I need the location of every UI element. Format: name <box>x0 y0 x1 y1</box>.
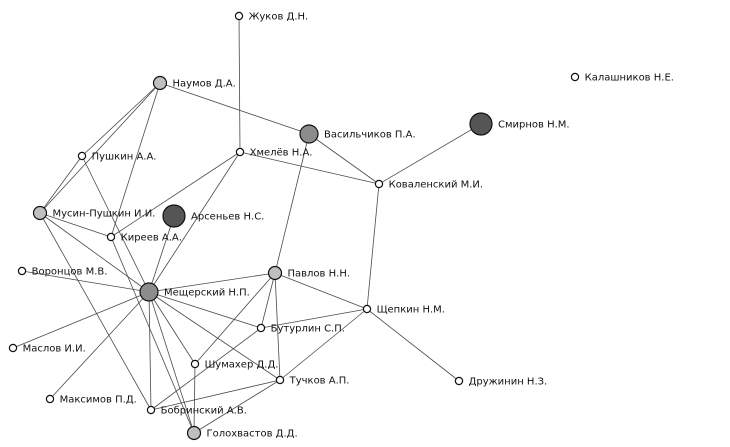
node-tuchkov <box>275 375 285 385</box>
node-pushkin <box>77 151 87 161</box>
nodes-layer <box>8 11 580 441</box>
edge-vasilchikov-pavlov <box>274 133 310 274</box>
node-vasilchikov <box>299 124 319 144</box>
labels-layer: Жуков Д.Н. Наумов Д.А. Калашников Н.Е. Смир… <box>23 12 674 440</box>
node-maksimov <box>45 394 55 404</box>
edge-shchepkin-tuchkov <box>279 308 368 381</box>
node-label-vorontsov: Воронцов М.В. <box>32 267 108 278</box>
edge-meshchersky-maslov <box>12 291 150 349</box>
node-kireev <box>106 232 116 242</box>
edge-shchepkin-druzhinin <box>366 308 460 382</box>
node-label-kireev: Киреев А.А. <box>121 233 182 244</box>
node-label-buturlin: Бутурлин С.П. <box>271 324 345 335</box>
node-khmelev <box>235 147 245 157</box>
edge-vasilchikov-kovalensky <box>308 133 380 185</box>
edge-buturlin-bobrinsky <box>150 327 262 411</box>
node-vorontsov <box>17 266 27 276</box>
edge-meshchersky-tuchkov <box>148 291 281 381</box>
node-label-maksimov: Максимов П.Д. <box>60 395 137 406</box>
node-pavlov <box>267 265 283 281</box>
node-label-khmelev: Хмелёв Н.А. <box>250 148 313 159</box>
edge-pavlov-shumakher <box>194 272 276 365</box>
edge-meshchersky-buturlin <box>148 291 262 329</box>
edge-meshchersky-shumakher <box>148 291 196 365</box>
edge-shumakher-golokhvastov <box>193 363 196 434</box>
edge-pavlov-meshchersky <box>148 272 276 293</box>
node-shumakher <box>190 359 200 369</box>
node-kalashnikov <box>570 72 580 82</box>
node-bobrinsky <box>146 405 156 415</box>
edge-pushkin-musin <box>39 155 83 214</box>
node-shchepkin <box>362 304 372 314</box>
node-smirnov <box>469 112 493 136</box>
node-kovalensky <box>374 179 384 189</box>
edge-pavlov-buturlin <box>260 272 276 329</box>
edge-meshchersky-golokhvastov <box>148 291 195 434</box>
edge-tuchkov-golokhvastov <box>193 379 281 434</box>
node-label-kovalensky: Коваленский М.И. <box>389 180 484 191</box>
node-label-tuchkov: Тучков А.П. <box>289 376 350 387</box>
edge-pavlov-tuchkov <box>274 272 281 381</box>
node-label-zhukov: Жуков Д.Н. <box>249 12 309 23</box>
node-label-pushkin: Пушкин А.А. <box>92 152 157 163</box>
edge-naumov-kireev <box>110 82 161 238</box>
edge-khmelev-kovalensky <box>239 151 380 185</box>
node-label-arseniev: Арсеньев Н.С. <box>191 212 264 223</box>
edge-smirnov-kovalensky <box>378 123 482 185</box>
node-label-pavlov: Павлов Н.Н. <box>288 269 351 280</box>
node-label-maslov: Маслов И.И. <box>23 344 86 355</box>
node-label-druzhinin: Дружинин Н.З. <box>469 377 548 388</box>
node-label-kalashnikov: Калашников Н.Е. <box>585 73 674 84</box>
edge-naumov-vasilchikov <box>159 82 310 135</box>
node-label-vasilchikov: Васильчиков П.А. <box>324 130 416 141</box>
edge-meshchersky-maksimov <box>49 291 150 400</box>
edges-layer <box>12 15 482 434</box>
edge-pushkin-meshchersky <box>81 155 150 293</box>
edge-kovalensky-shchepkin <box>366 183 380 310</box>
node-label-smirnov: Смирнов Н.М. <box>498 120 570 131</box>
edge-meshchersky-bobrinsky <box>148 291 152 411</box>
node-musin <box>32 205 48 221</box>
node-zhukov <box>234 11 244 21</box>
node-label-shumakher: Шумахер Д.Д. <box>205 360 279 371</box>
edge-vorontsov-meshchersky <box>21 270 150 293</box>
node-label-golokhvastov: Голохвастов Д.Д. <box>207 429 298 440</box>
node-meshchersky <box>139 282 159 302</box>
edge-pavlov-shchepkin <box>274 272 368 310</box>
edge-musin-bobrinsky <box>39 212 152 411</box>
node-label-meshchersky: Мещерский Н.П. <box>164 288 250 299</box>
node-golokhvastov <box>186 425 202 441</box>
node-maslov <box>8 343 18 353</box>
node-label-shchepkin: Щепкин Н.М. <box>377 305 445 316</box>
node-label-naumov: Наумов Д.А. <box>173 79 236 90</box>
edge-arseniev-meshchersky <box>148 215 175 293</box>
edge-naumov-musin <box>39 82 161 214</box>
edge-tuchkov-bobrinsky <box>150 379 281 411</box>
node-label-bobrinsky: Бобринский А.В. <box>161 406 247 417</box>
edge-shchepkin-buturlin <box>260 308 368 329</box>
edge-naumov-pushkin <box>81 82 161 157</box>
edge-musin-meshchersky <box>39 212 150 293</box>
edge-zhukov-khmelev <box>238 15 241 153</box>
node-naumov <box>152 75 168 91</box>
node-arseniev <box>162 204 186 228</box>
edge-khmelev-meshchersky <box>148 151 241 293</box>
node-druzhinin <box>454 376 464 386</box>
edge-khmelev-kireev <box>110 151 241 238</box>
node-buturlin <box>256 323 266 333</box>
edge-kireev-golokhvastov <box>110 236 195 434</box>
node-label-musin: Мусин-Пушкин И.И. <box>53 209 156 220</box>
edge-musin-kireev <box>39 212 112 238</box>
